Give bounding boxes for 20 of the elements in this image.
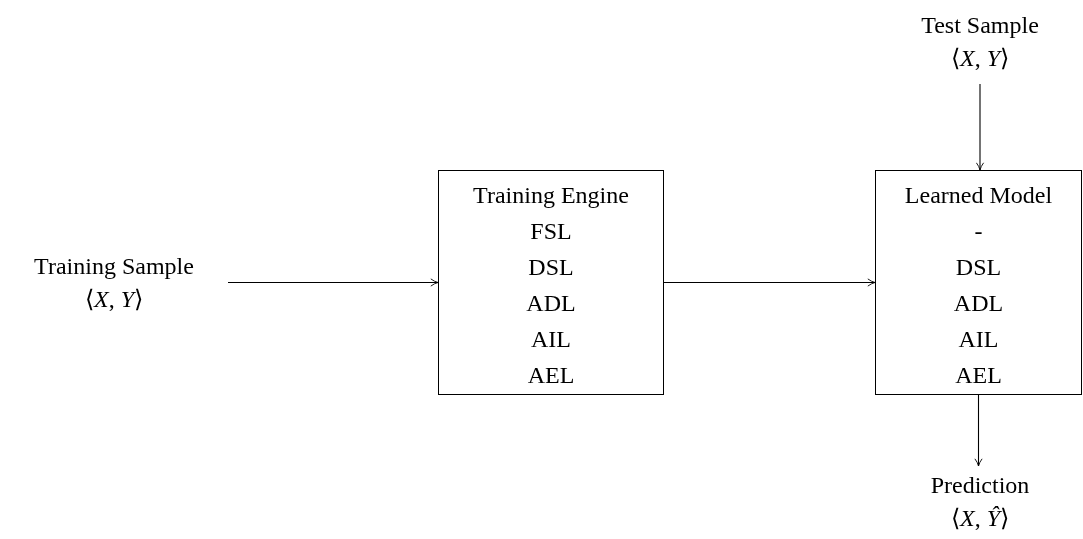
process-box [438, 170, 664, 395]
node-title: Training Engine [473, 181, 629, 210]
node-text: FSL [530, 217, 572, 246]
process-box [875, 170, 1082, 395]
node-text: AEL [955, 361, 1002, 390]
node-text: AEL [527, 361, 575, 390]
node-text: AIL [958, 325, 999, 354]
node-text: ⟨X, Y⟩ [85, 285, 143, 314]
node-text: ADL [953, 289, 1004, 318]
node-text: ADL [526, 289, 576, 318]
node-text: DSL [955, 253, 1002, 282]
node-text: ⟨X, Ŷ⟩ [951, 504, 1009, 533]
node-title: Test Sample [921, 11, 1039, 40]
node-text: - [974, 217, 983, 246]
node-text: DSL [528, 253, 574, 282]
node-text: AIL [531, 325, 571, 354]
node-title: Prediction [930, 471, 1030, 500]
node-title: Learned Model [904, 181, 1053, 210]
node-text: ⟨X, Y⟩ [951, 44, 1009, 73]
node-title: Training Sample [34, 252, 194, 281]
